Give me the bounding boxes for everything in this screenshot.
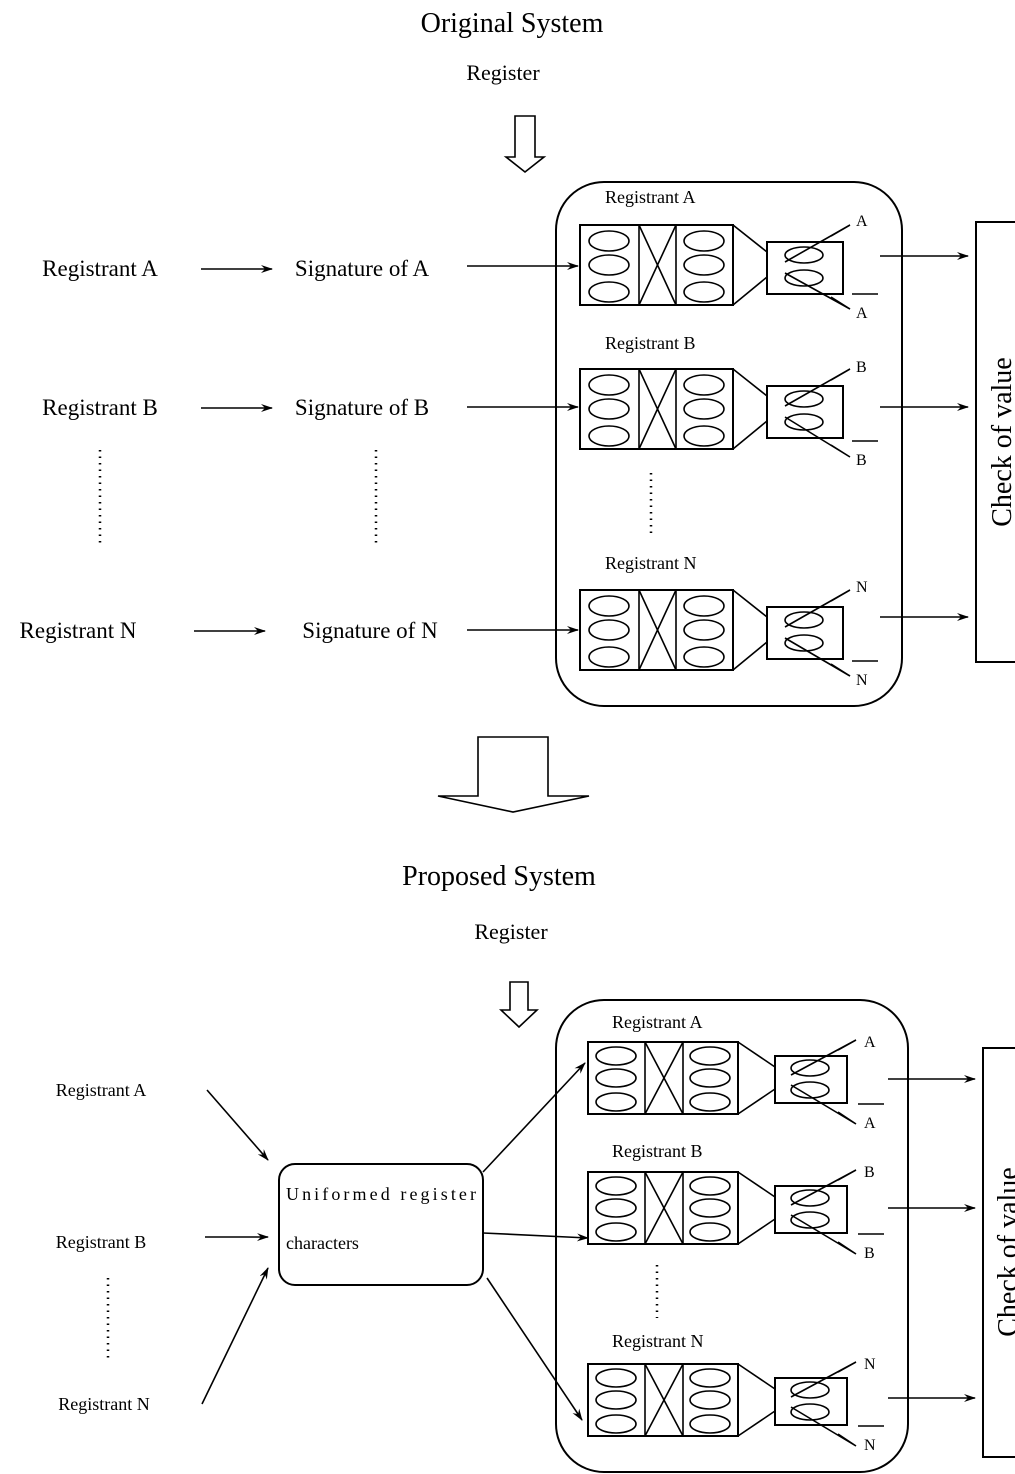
original-registrant-n: Registrant N xyxy=(20,618,137,643)
model-unit-a xyxy=(579,224,851,310)
original-title: Original System xyxy=(421,8,604,39)
original-system: Original System Register Registrant A Re… xyxy=(20,8,1015,707)
output-letter-a: A xyxy=(864,1034,876,1051)
original-register-label: Register xyxy=(466,60,540,85)
arrow xyxy=(482,1232,589,1242)
output-letter-b-bar: B xyxy=(864,1245,875,1262)
output-letter-a-bar: A xyxy=(864,1115,876,1132)
arrow xyxy=(206,1089,269,1161)
transition-arrow xyxy=(437,736,590,813)
arrow xyxy=(486,1277,583,1421)
output-letter-n-bar: N xyxy=(864,1437,876,1454)
output-letter-n-bar: N xyxy=(856,672,868,689)
signature-a: Signature of A xyxy=(295,256,430,281)
output-letter-n: N xyxy=(856,579,868,596)
proposed-title: Proposed System xyxy=(402,861,596,892)
box-label-b: Registrant B xyxy=(612,1141,703,1161)
proposed-registrant-n: Registrant N xyxy=(58,1394,150,1414)
model-unit-n xyxy=(587,1361,857,1447)
output-letter-a: A xyxy=(856,213,868,230)
box-label-b: Registrant B xyxy=(605,333,696,353)
box-label-n: Registrant N xyxy=(612,1331,704,1351)
check-of-value-label: Check of value xyxy=(987,357,1015,527)
box-label-a: Registrant A xyxy=(612,1012,703,1032)
model-container xyxy=(555,181,903,707)
model-unit-a xyxy=(587,1039,857,1125)
box-label-a: Registrant A xyxy=(605,187,696,207)
output-letter-a-bar: A xyxy=(856,305,868,322)
register-arrow xyxy=(498,981,540,1029)
proposed-system: Proposed System Register Registrant A Re… xyxy=(56,861,1015,1473)
output-letter-b: B xyxy=(856,359,867,376)
model-unit-b xyxy=(587,1169,857,1255)
check-of-value-label: Check of value xyxy=(993,1167,1015,1337)
output-letter-b: B xyxy=(864,1164,875,1181)
signature-b: Signature of B xyxy=(295,395,429,420)
register-arrow xyxy=(503,115,547,174)
output-letter-n: N xyxy=(864,1356,876,1373)
check-of-value-box xyxy=(975,221,1015,663)
uniform-box-line1: Uniformed register xyxy=(286,1184,476,1204)
model-unit-n xyxy=(579,589,851,677)
original-registrant-a: Registrant A xyxy=(42,256,158,281)
model-unit-b xyxy=(579,368,851,458)
proposed-registrant-b: Registrant B xyxy=(56,1232,147,1252)
original-registrant-b: Registrant B xyxy=(42,395,158,420)
proposed-register-label: Register xyxy=(474,919,548,944)
proposed-registrant-a: Registrant A xyxy=(56,1080,147,1100)
output-letter-b-bar: B xyxy=(856,452,867,469)
signature-n: Signature of N xyxy=(302,618,438,643)
arrow xyxy=(482,1062,586,1173)
uniform-register-box xyxy=(278,1163,484,1286)
uniform-box-line2: characters xyxy=(286,1233,359,1253)
box-label-n: Registrant N xyxy=(605,553,697,573)
check-of-value-box xyxy=(982,1047,1015,1458)
arrow xyxy=(201,1267,269,1405)
model-container xyxy=(555,999,909,1473)
